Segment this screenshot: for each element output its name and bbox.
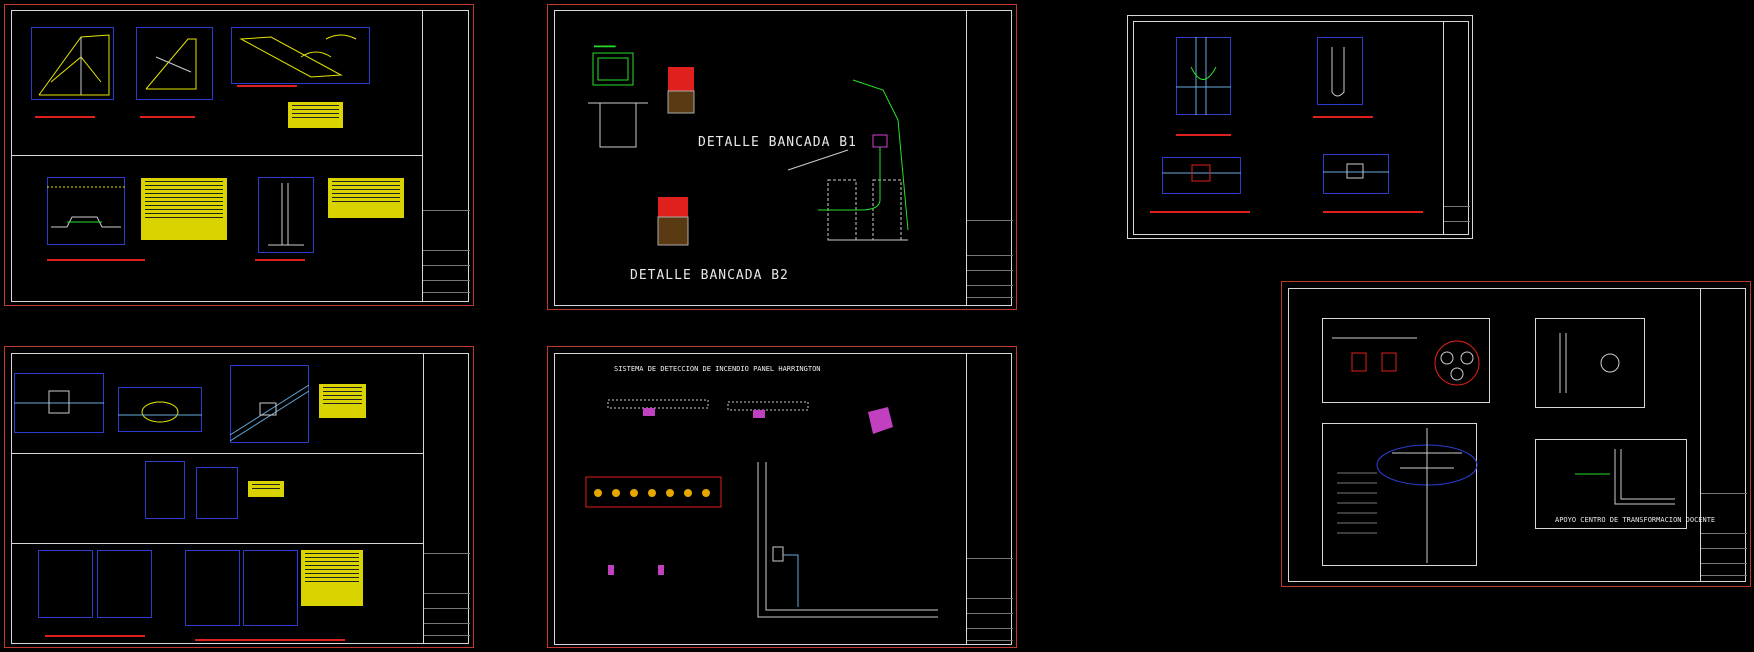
wall-riser-drawing [757,462,938,618]
notes-box [319,384,366,418]
detail-box-bracket-1 [31,27,114,100]
detail-box-tray [231,27,370,84]
sheet-frame [554,10,1012,306]
detail-box-pole [258,177,314,253]
title-block [966,10,1013,306]
sheet-frame [1133,21,1469,235]
section-divider [11,453,423,454]
detail-box-clamp [1535,318,1645,408]
section-divider [11,543,423,544]
legend-box [301,550,363,606]
drawing-sheet-5[interactable]: SISTEMA DE DETECCION DE INCENDIO PANEL H… [547,346,1017,648]
title-block [423,353,470,644]
detail-box-bracket-2 [136,27,213,100]
title-block [1700,288,1747,582]
drawing-sheet-3[interactable] [1127,15,1473,239]
detalle-b2-label: DETALLE BANCADA B2 [630,268,789,283]
detail-box-cable-2 [1317,37,1363,105]
detail-box-junction-3 [230,365,309,443]
detail-box-cable-1 [1176,37,1231,115]
sheet-frame [554,353,1012,645]
detail-box-riser-4 [243,550,298,626]
detail-box-wall-section [47,177,125,245]
detector-pair [608,565,664,575]
detalle-b1-label: DETALLE BANCADA B1 [698,135,857,150]
detector-3d [868,407,893,434]
registry-box-drawing [588,52,648,148]
title-block [966,353,1013,645]
bracket-drawing-1 [38,34,110,96]
legend-box-2 [328,178,404,218]
wall-section-drawing [47,186,125,228]
detail-box-column-1 [145,461,185,519]
detail-box-connector [1322,318,1490,403]
cable-detail-2 [1331,47,1345,97]
legend-box-1 [141,178,227,240]
sheet-frame [1288,288,1746,582]
cable-tray-drawing [239,34,357,78]
transformer-drawing [1575,449,1675,505]
detail-box-cable-4 [1323,154,1389,194]
detector-section-2 [727,401,809,418]
drawing-sheet-1[interactable] [4,4,474,306]
bancada-b2-drawing [657,197,689,246]
apoyo-title: APOYO CENTRO DE TRANSFORMACION DOCENTE [1555,516,1716,524]
title-block [422,10,470,302]
bracket-drawing-2 [145,38,197,90]
detector-section-1 [607,399,709,416]
pole-drawing [268,183,304,246]
drawing-sheet-4[interactable] [4,346,474,648]
detail-box-pole-assembly [1322,423,1477,566]
junction-drawing-3 [229,384,310,442]
cable-detail-3 [1162,164,1241,182]
pole-assembly-drawing [1337,428,1478,563]
detector-chain [585,476,722,508]
title-block [1443,21,1470,235]
drawing-sheet-6[interactable]: APOYO CENTRO DE TRANSFORMACION DOCENTE [1281,281,1751,587]
detail-box-cable-3 [1162,157,1241,194]
notes-box [288,102,343,128]
junction-drawing-2 [118,401,202,423]
detail-box-riser-3 [185,550,240,626]
sistema-title: SISTEMA DE DETECCION DE INCENDIO PANEL H… [614,365,821,373]
detail-box-riser-2 [97,550,152,618]
bancada-b1-drawing [667,67,695,114]
sheet-frame [11,10,469,302]
connector-drawing [1332,337,1480,386]
detail-box-column-2 [196,467,238,519]
cable-detail-4 [1323,163,1389,179]
junction-drawing-1 [14,390,104,414]
detail-box-transformer [1535,439,1687,529]
tower-section-drawing [787,79,909,241]
cable-detail-1 [1176,37,1231,115]
notes-box-2 [248,481,284,497]
drawing-sheet-2[interactable]: ▬▬▬▬▬▬ DETALLE BANCADA B1 DETALLE BANCAD… [547,4,1017,310]
detail-box-riser-1 [38,550,93,618]
detail-box-junction-2 [118,387,202,432]
sheet-frame [11,353,469,644]
clamp-drawing [1559,333,1620,393]
section-divider [11,155,422,156]
